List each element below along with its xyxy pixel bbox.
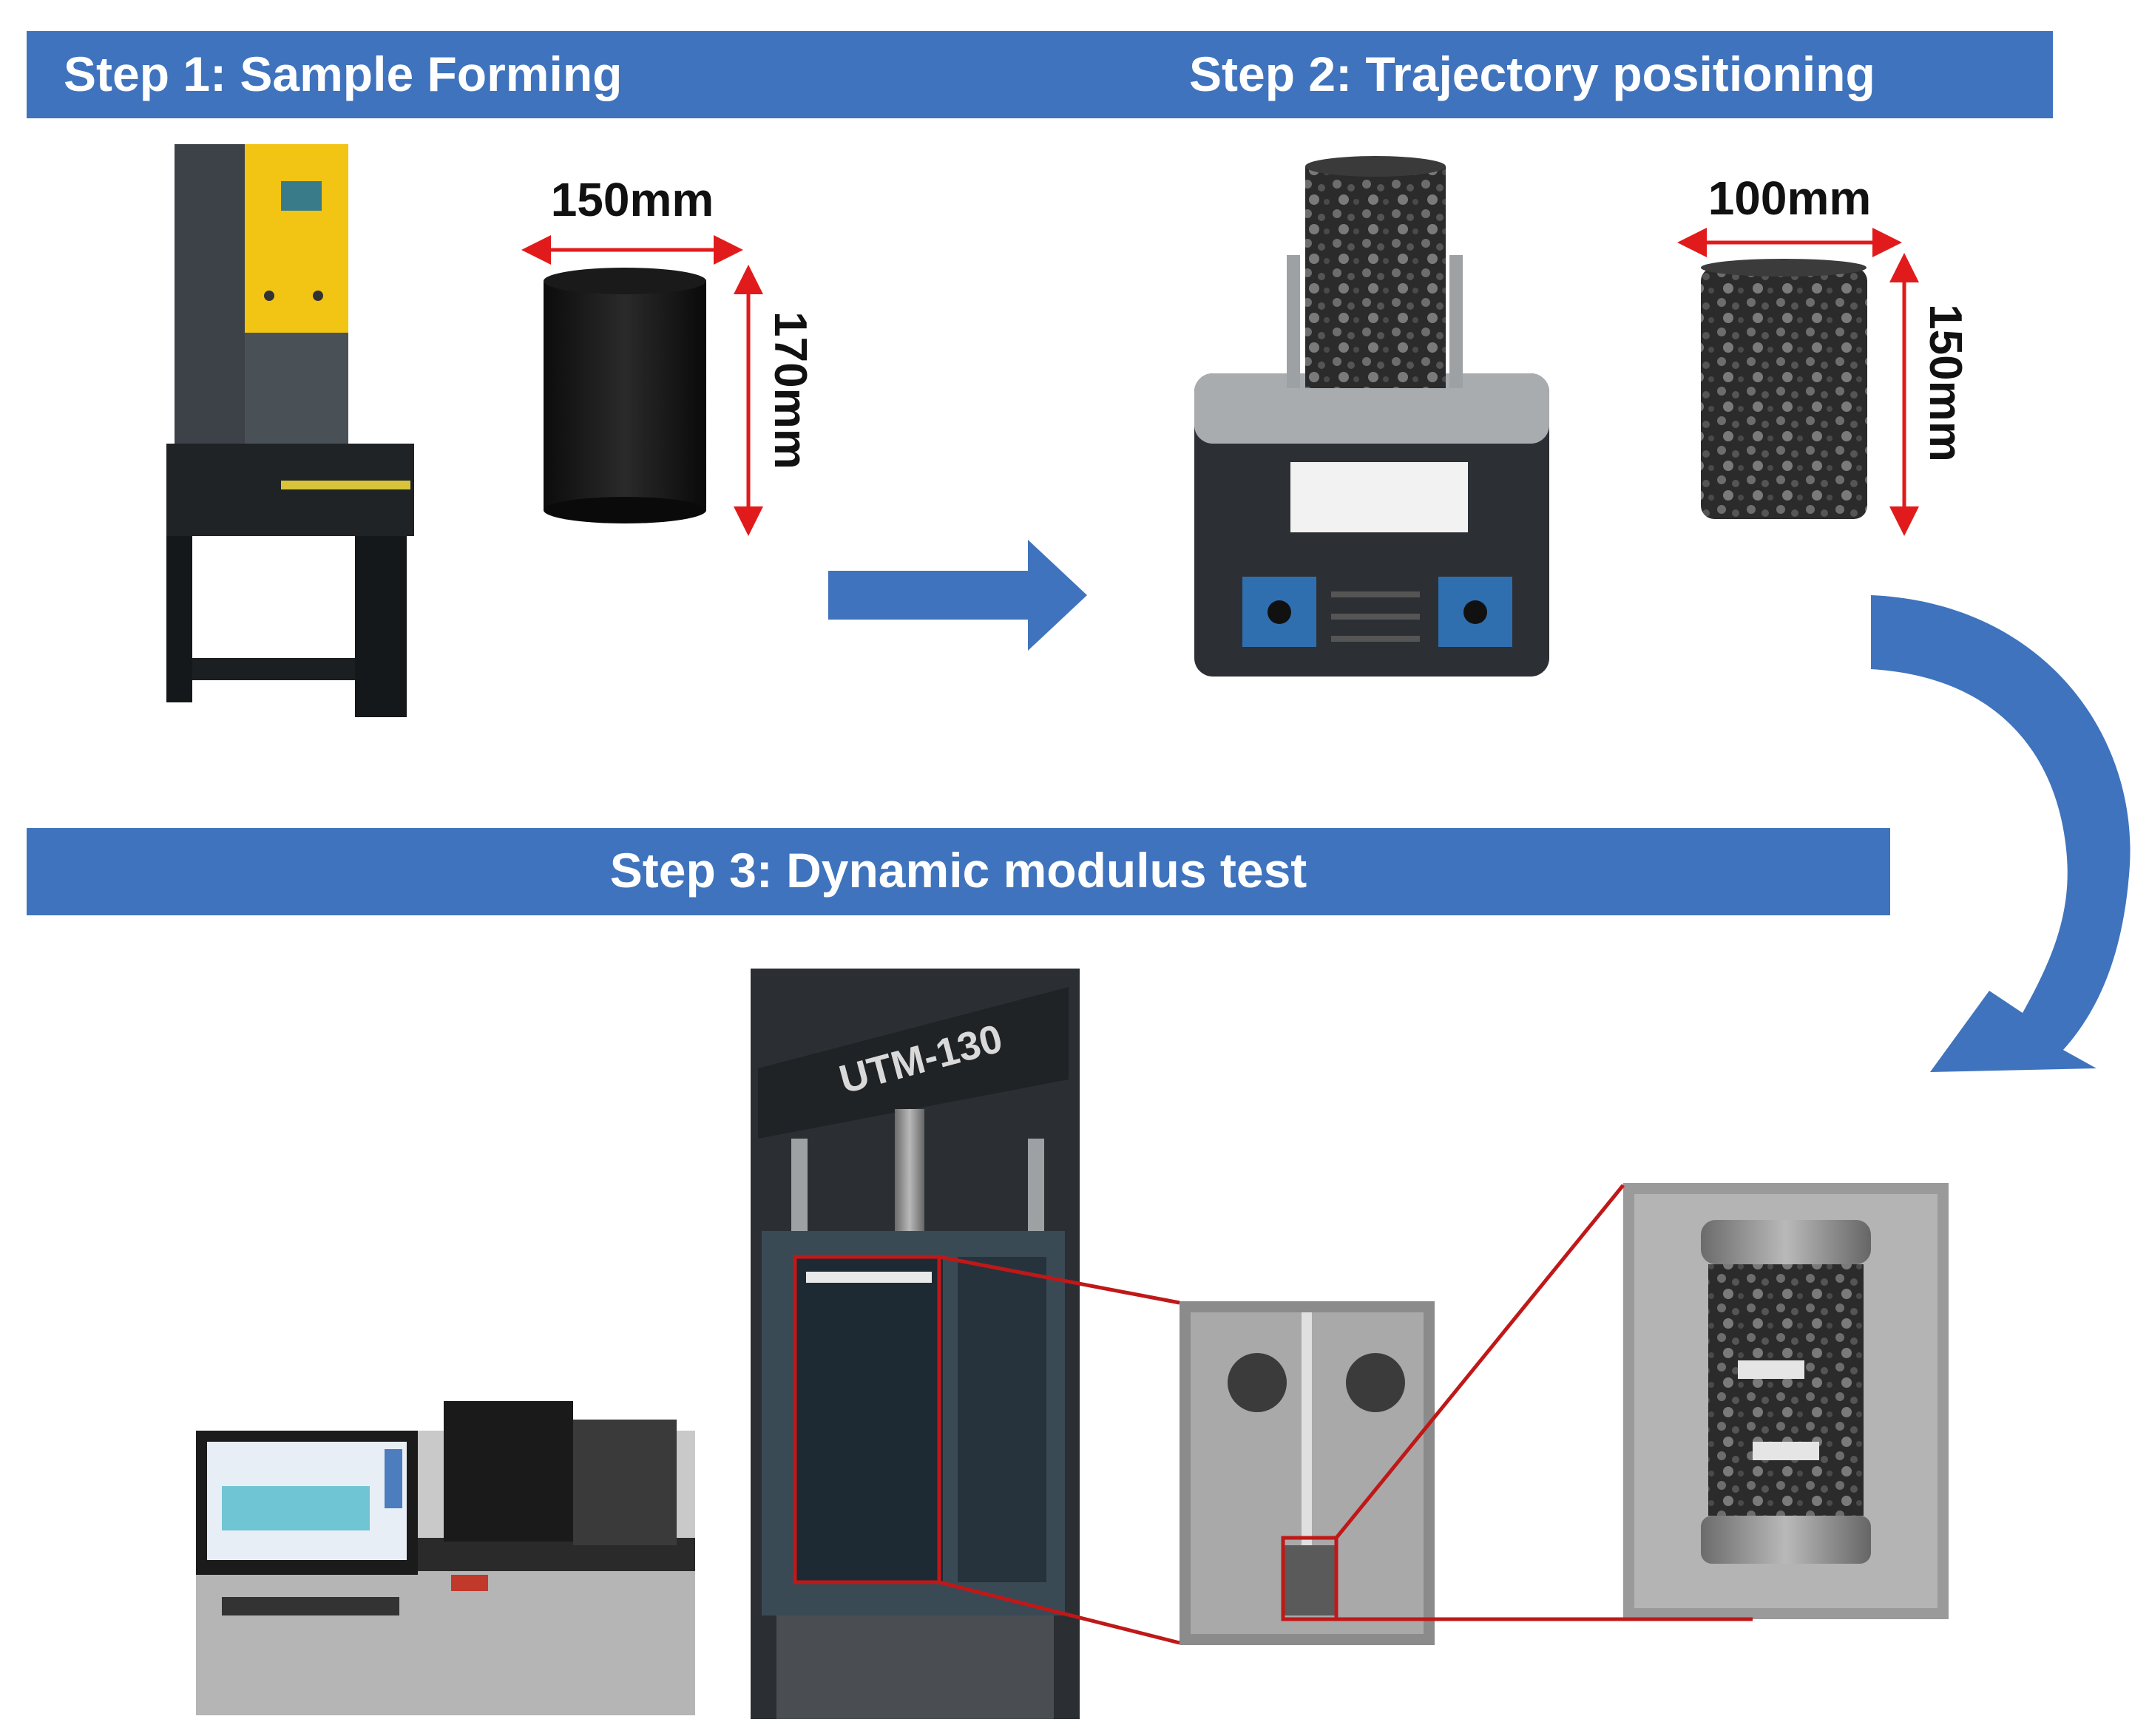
step3-banner: [27, 828, 1890, 915]
chamber-closeup-image: [1180, 1301, 1435, 1645]
computer-workstation-image: [196, 1401, 695, 1715]
sample2-height-label: 150mm: [1920, 304, 1971, 462]
step12-banner: [27, 31, 2053, 118]
sample1-width-label: 150mm: [551, 173, 714, 226]
specimen-closeup-image: [1623, 1183, 1949, 1619]
flow-arrow-right: [828, 540, 1087, 651]
specimen-highlight: [1281, 1536, 1339, 1621]
sample1-height-label: 170mm: [765, 311, 816, 469]
gyratory-compactor-image: [166, 144, 414, 717]
step2-label: Step 2: Trajectory positioning: [1189, 47, 1875, 101]
zoom-connector-lines: [938, 1184, 1753, 1645]
utm-testing-machine-image: UTM-130: [751, 969, 1080, 1719]
trajectory-positioning-device-image: [1194, 156, 1549, 677]
step3-label: Step 3: Dynamic modulus test: [610, 843, 1307, 898]
flow-arrow-curved: [1871, 595, 2131, 1072]
sample-cylinder-100x150: [1701, 259, 1867, 519]
utm-chamber-highlight: [793, 1255, 941, 1584]
step1-label: Step 1: Sample Forming: [64, 47, 622, 101]
sample2-width-label: 100mm: [1708, 172, 1872, 225]
sample-cylinder-150x170: [544, 268, 706, 523]
